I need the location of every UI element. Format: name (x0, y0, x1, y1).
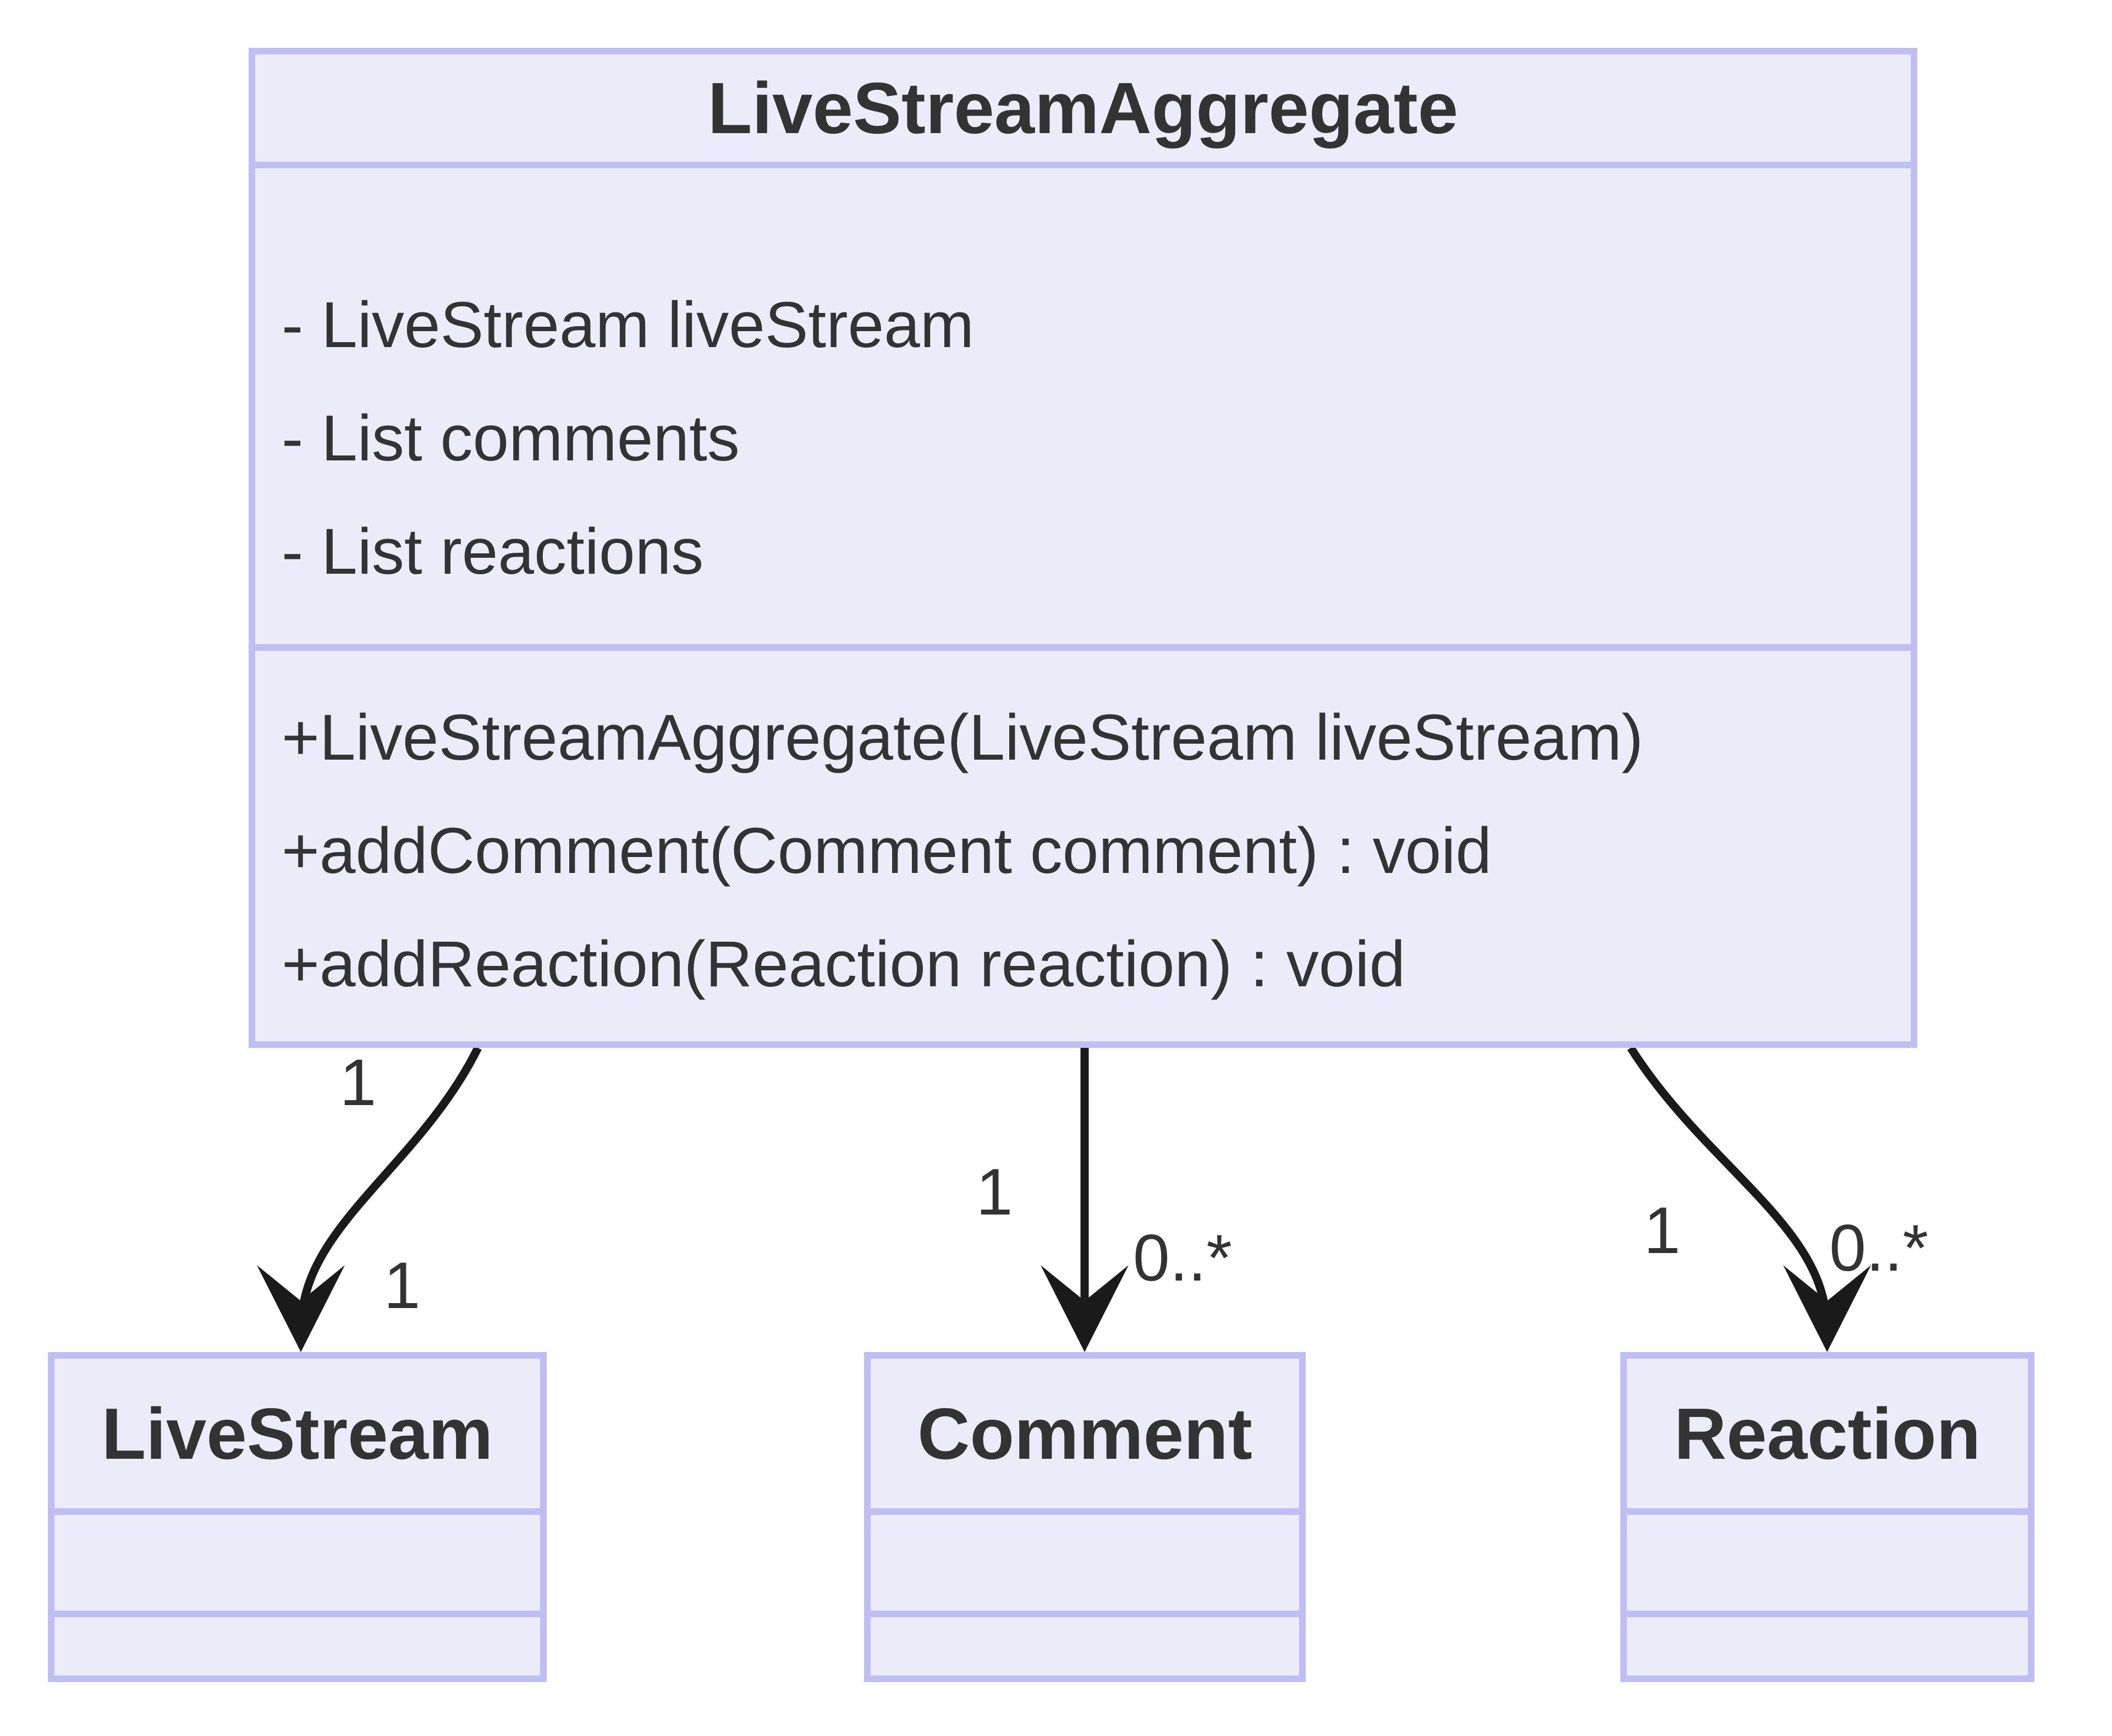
multiplicity-source-comment: 1 (976, 1155, 1013, 1229)
attribute-row: - List comments (282, 402, 740, 475)
method-row: +LiveStreamAggregate(LiveStream liveStre… (282, 701, 1643, 774)
class-methods-livestreamaggregate: +LiveStreamAggregate(LiveStream liveStre… (255, 651, 1911, 1041)
attribute-row: - List reactions (282, 515, 704, 588)
class-attributes-livestreamaggregate: - LiveStream liveStream - List comments … (255, 168, 1911, 651)
class-title-comment: Comment (871, 1359, 1299, 1515)
class-methods-comment (871, 1617, 1299, 1675)
class-title-livestreamaggregate: LiveStreamAggregate (255, 54, 1911, 168)
class-attributes-livestream (54, 1515, 540, 1617)
arrowhead-livestream-icon (257, 1265, 345, 1352)
arrowhead-comment-icon (1041, 1265, 1129, 1352)
edge-aggregate-livestream (298, 1046, 482, 1318)
multiplicity-target-livestream: 1 (383, 1249, 421, 1322)
method-row: +addComment(Comment comment) : void (282, 815, 1492, 887)
method-row: +addReaction(Reaction reaction) : void (282, 928, 1406, 1001)
class-box-livestream: LiveStream (48, 1352, 547, 1682)
attribute-row: - LiveStream liveStream (282, 289, 975, 361)
class-methods-reaction (1627, 1617, 2028, 1675)
class-title-reaction: Reaction (1627, 1359, 2028, 1515)
edge-aggregate-reaction (1627, 1045, 1830, 1318)
class-attributes-comment (871, 1515, 1299, 1617)
class-title-livestream: LiveStream (54, 1359, 540, 1515)
arrowhead-reaction-icon (1783, 1265, 1871, 1352)
class-box-reaction: Reaction (1620, 1352, 2034, 1682)
multiplicity-source-livestream: 1 (339, 1046, 377, 1119)
class-methods-livestream (54, 1617, 540, 1675)
class-attributes-reaction (1627, 1515, 2028, 1617)
multiplicity-target-comment: 0..* (1132, 1221, 1233, 1295)
multiplicity-source-reaction: 1 (1643, 1194, 1681, 1267)
class-box-livestreamaggregate: LiveStreamAggregate - LiveStream liveStr… (249, 48, 1917, 1048)
class-box-comment: Comment (864, 1352, 1306, 1682)
multiplicity-target-reaction: 0..* (1829, 1211, 1929, 1285)
